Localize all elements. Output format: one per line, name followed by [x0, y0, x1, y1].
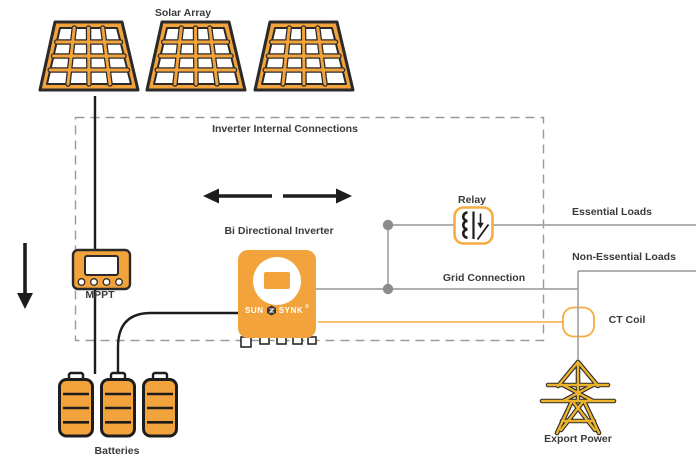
logo-text-sun: SUN	[244, 305, 264, 315]
bidirectional-arrow-icon	[203, 188, 352, 204]
junction-dot-lower	[382, 283, 394, 295]
junction-dot-upper	[382, 219, 394, 231]
logo-registered-mark: ®	[305, 304, 310, 310]
essential-loads-label: Essential Loads	[572, 206, 652, 218]
sunsynk-logo: SUN SYNK®	[238, 303, 316, 317]
inverter-icon	[238, 250, 317, 348]
battery-to-inverter-line	[116, 311, 238, 374]
relay-icon	[453, 206, 494, 245]
grid-connection-label: Grid Connection	[442, 272, 526, 284]
sunsynk-hive-icon	[266, 305, 276, 315]
bi-directional-inverter-label: Bi Directional Inverter	[224, 225, 334, 237]
ct-coil-label: CT Coil	[608, 314, 646, 326]
solar-panel-icon-2	[147, 22, 245, 90]
non-essential-loads-label: Non-Essential Loads	[572, 251, 676, 263]
batteries-label: Batteries	[94, 445, 140, 457]
down-arrow-icon	[17, 243, 33, 309]
pylon-icon	[539, 359, 617, 436]
inverter-internal-connections-box	[74, 116, 545, 342]
solar-panel-icon-3	[255, 22, 353, 90]
solar-panel-icon-1	[40, 22, 138, 90]
battery-icon-1	[58, 371, 94, 438]
internal-connections-title: Inverter Internal Connections	[212, 123, 358, 135]
grid-wiring	[316, 224, 696, 290]
battery-icon-2	[100, 371, 136, 438]
solar-array-label: Solar Array	[154, 7, 212, 19]
logo-text-synk: SYNK	[278, 305, 304, 315]
export-power-label: Export Power	[544, 433, 612, 445]
mppt-label: MPPT	[85, 289, 115, 301]
mppt-icon	[71, 248, 132, 291]
battery-icon-3	[142, 371, 178, 438]
relay-label: Relay	[457, 194, 487, 206]
